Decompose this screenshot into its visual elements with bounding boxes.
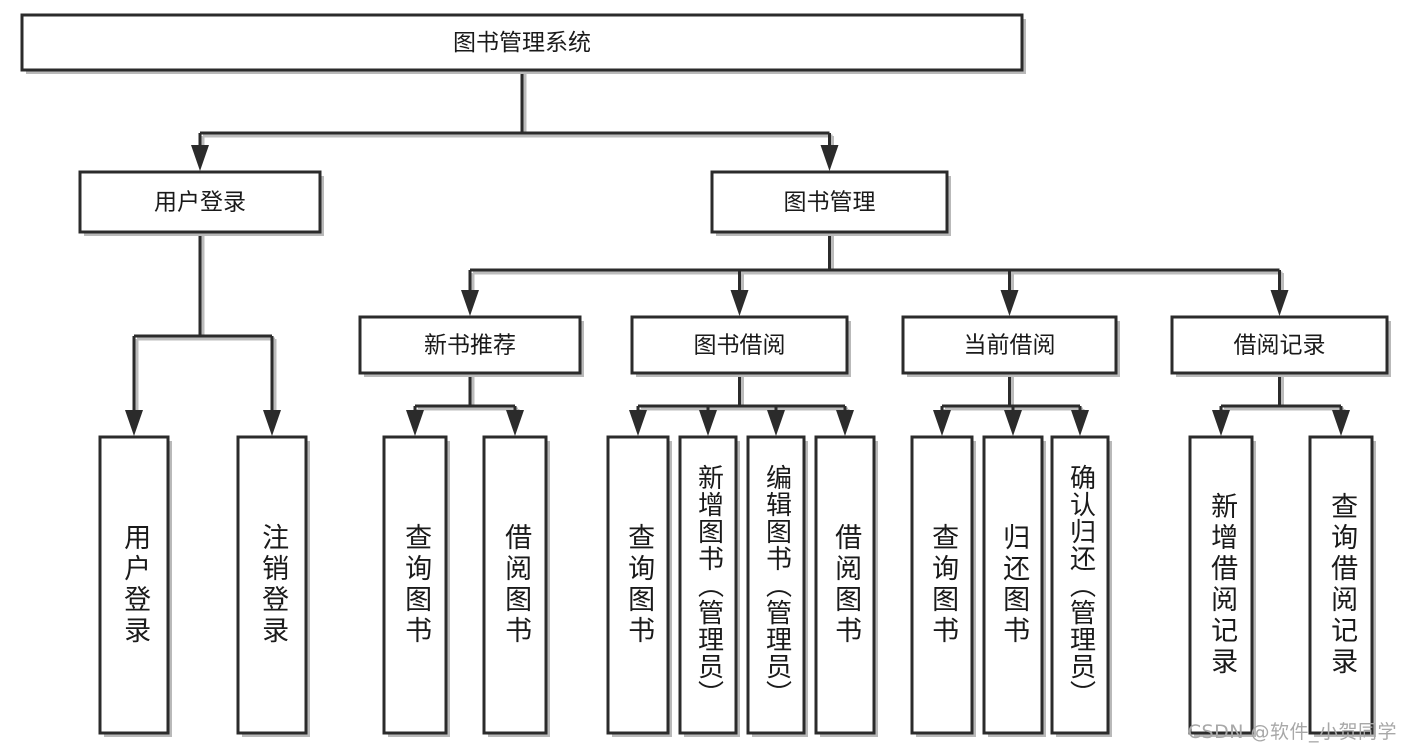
arrow-icon-bookmgmt-1: [730, 290, 749, 316]
arrow-icon-l3-2-0: [933, 410, 951, 436]
leaf-node-box-12[interactable]: [1308, 435, 1374, 735]
root-node-box[interactable]: [20, 13, 1024, 72]
level2-node-label-1: 图书管理: [784, 190, 876, 216]
level3-node-label-0: 新书推荐: [424, 333, 516, 359]
level3-node-label-2: 当前借阅: [964, 333, 1056, 359]
arrow-icon-userlogin-1: [263, 410, 281, 436]
leaf-node-box-8[interactable]: [910, 435, 974, 735]
arrow-icon-root-1: [820, 145, 839, 171]
level3-node-label-3: 借阅记录: [1234, 333, 1326, 359]
leaf-node-box-2[interactable]: [382, 435, 448, 735]
leaf-node-box-9[interactable]: [982, 435, 1044, 735]
leaf-node-box-5[interactable]: [678, 435, 738, 735]
arrow-icon-bookmgmt-2: [1000, 290, 1019, 316]
arrow-icon-root-0: [191, 145, 209, 171]
arrow-icon-l3-3-0: [1212, 410, 1230, 436]
leaf-node-box-10[interactable]: [1050, 435, 1110, 735]
level2-node-box-1[interactable]: [710, 170, 949, 234]
root-node-label: 图书管理系统: [453, 30, 591, 56]
level3-node-box-0[interactable]: [358, 315, 582, 375]
arrow-icon-l3-1-3: [836, 410, 854, 436]
arrow-icon-l3-2-1: [1004, 410, 1022, 436]
arrow-icon-l3-1-1: [699, 410, 717, 436]
arrow-icon-l3-2-2: [1071, 410, 1089, 436]
leaf-node-box-3[interactable]: [482, 435, 548, 735]
arrow-icon-userlogin-0: [125, 410, 143, 436]
arrow-icon-l3-0-0: [406, 410, 424, 436]
leaf-node-box-11[interactable]: [1188, 435, 1254, 735]
leaf-node-box-7[interactable]: [814, 435, 876, 735]
leaf-node-box-1[interactable]: [236, 435, 308, 735]
arrow-icon-l3-1-0: [629, 410, 647, 436]
connectors-layer: [125, 70, 1350, 436]
level3-node-label-1: 图书借阅: [694, 333, 786, 359]
leaf-node-box-0[interactable]: [98, 435, 170, 735]
level2-node-label-0: 用户登录: [154, 190, 246, 216]
leaf-node-box-4[interactable]: [606, 435, 670, 735]
watermark-credit: CSDN @软件_小贺同学: [1187, 721, 1397, 743]
level3-node-box-2[interactable]: [901, 315, 1118, 375]
arrow-icon-l3-1-2: [767, 410, 785, 436]
arrow-icon-l3-3-1: [1332, 410, 1350, 436]
level2-node-box-0[interactable]: [78, 170, 322, 234]
arrow-icon-l3-0-1: [506, 410, 524, 436]
arrow-icon-bookmgmt-3: [1270, 290, 1289, 316]
leaf-node-box-6[interactable]: [746, 435, 806, 735]
boxes-layer: [20, 13, 1391, 737]
level3-node-box-3[interactable]: [1170, 315, 1389, 375]
arrow-icon-bookmgmt-0: [461, 290, 479, 316]
level3-node-box-1[interactable]: [630, 315, 849, 375]
